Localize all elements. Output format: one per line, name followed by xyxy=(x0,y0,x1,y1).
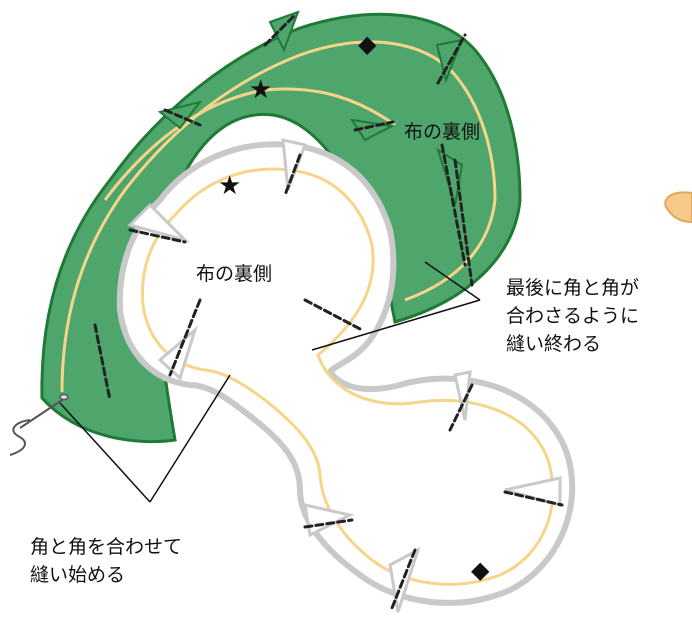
green-seam-inner xyxy=(103,87,396,201)
white-seam-line xyxy=(141,167,555,586)
needle-thread-icon xyxy=(9,397,66,456)
diamond-mark-green: ◆ xyxy=(358,30,377,58)
label-green-fabric-back: 布の裏側 xyxy=(404,121,481,143)
star-mark-white: ★ xyxy=(218,171,241,201)
note-start-line-2: 縫い始める xyxy=(30,564,126,586)
note-finish-line-2: 合わさるように xyxy=(506,305,640,327)
note-finish-line-1: 最後に角と角が xyxy=(506,277,640,299)
peek-circle xyxy=(664,191,692,224)
white-fabric-piece xyxy=(116,141,576,606)
note-finish-line-3: 縫い終わる xyxy=(506,333,602,355)
diamond-mark-white: ◆ xyxy=(471,556,490,584)
green-seam-line xyxy=(60,40,497,393)
stitch-marks xyxy=(93,13,564,610)
needle-eye xyxy=(59,393,69,401)
green-notch xyxy=(268,10,300,53)
star-mark-green: ★ xyxy=(249,75,272,105)
white-notch xyxy=(127,202,191,243)
note-start-sewing: 角と角を合わせて 縫い始める xyxy=(30,533,182,589)
label-white-fabric-back: 布の裏側 xyxy=(196,263,273,285)
leader-lines xyxy=(59,261,481,503)
note-finish-sewing: 最後に角と角が 合わさるように 縫い終わる xyxy=(506,274,639,358)
note-start-line-1: 角と角を合わせて xyxy=(30,536,183,558)
white-notch xyxy=(303,503,355,538)
